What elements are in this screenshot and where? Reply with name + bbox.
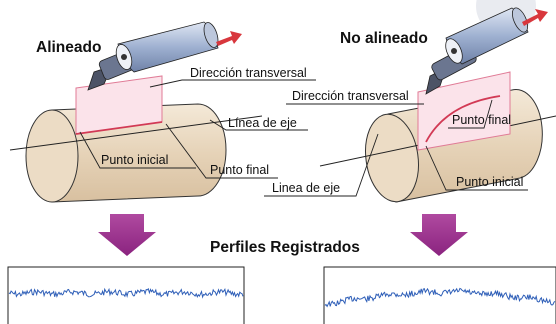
right-motion-arrow-icon [522,9,548,26]
left-start-label: Punto inicial [101,153,168,167]
left-profile-trace [8,287,244,299]
right-profile-trace [324,287,556,308]
right-profile-box [323,266,556,324]
right-panel: No alineado Dirección transversal Punto [264,7,556,203]
left-title: Alineado [36,39,101,56]
left-end-leader [165,123,278,179]
right-trace-path [425,95,501,143]
right-end-leader [448,99,493,129]
right-transverse-label: Dirección transversal [292,89,409,103]
right-title: No alineado [340,30,428,47]
left-down-arrow-icon [98,214,156,256]
right-traverse-plane [417,71,511,151]
left-motion-arrow-icon [216,31,242,46]
left-probe-icon [87,21,219,91]
left-panel: Alineado Dirección transversal Línea de [9,21,316,203]
left-transverse-label: Dirección transversal [190,66,307,80]
left-axis-line [9,115,263,151]
right-axis-label: Linea de eje [272,181,340,195]
profiles-title: Perfiles Registrados [210,239,360,256]
right-down-arrow-icon [410,214,468,256]
left-axis-label: Línea de eje [228,116,297,130]
left-axis-leader [209,119,308,131]
right-end-label: Punto final [452,113,511,127]
right-start-leader [425,145,528,191]
left-trace-path [75,121,163,135]
left-end-label: Punto final [210,163,269,177]
left-profile-box [7,266,245,324]
right-axis-leader [264,133,379,197]
left-start-leader [79,131,196,169]
right-probe-icon [425,7,529,95]
left-transverse-leader [149,79,316,88]
right-start-label: Punto inicial [456,175,523,189]
